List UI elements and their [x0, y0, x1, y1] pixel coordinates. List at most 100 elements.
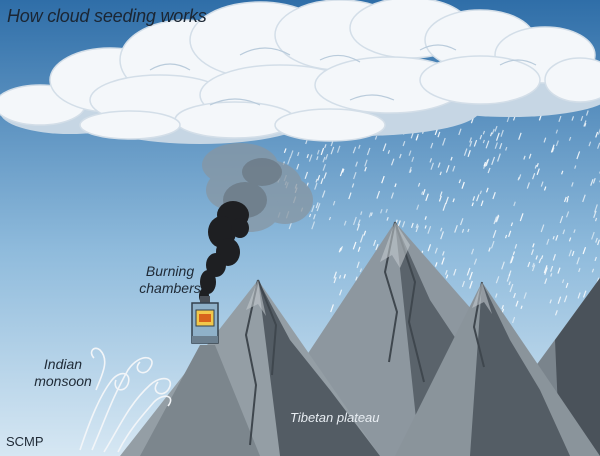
- rain-drop: [333, 271, 337, 279]
- rain-drop: [339, 289, 343, 296]
- rain-drop: [549, 299, 552, 304]
- rain-drop: [482, 139, 485, 144]
- rain-drop: [536, 162, 539, 168]
- rain-drop: [566, 195, 570, 200]
- rain-drop: [364, 159, 368, 167]
- rain-drop: [324, 144, 327, 149]
- rain-drop: [445, 196, 449, 205]
- rain-drop: [442, 251, 445, 256]
- rain-drop: [528, 153, 532, 159]
- rain-drop: [306, 154, 309, 159]
- rain-drop: [534, 164, 538, 169]
- rain-drop: [571, 116, 575, 121]
- rain-drop: [321, 190, 326, 198]
- rain-drop: [424, 225, 427, 229]
- rain-drop: [543, 137, 547, 143]
- rain-drop: [513, 201, 516, 207]
- rain-drop: [585, 110, 589, 116]
- rain-drop: [550, 144, 555, 153]
- rain-drop: [343, 274, 346, 279]
- rain-drop: [578, 268, 581, 273]
- rain-drop: [454, 225, 458, 233]
- rain-drop: [402, 140, 406, 147]
- burning-chambers-label: Burning chambers: [120, 263, 220, 297]
- rain-drop: [473, 258, 478, 265]
- rain-drop: [482, 130, 486, 135]
- rain-drop: [356, 223, 360, 231]
- rain-drop: [479, 190, 482, 195]
- rain-drop: [421, 191, 424, 195]
- rain-drop: [399, 153, 402, 159]
- tibetan-plateau-mountains: [120, 221, 600, 456]
- rain-drop: [552, 235, 555, 240]
- rain-drop: [385, 208, 388, 213]
- rain-drop: [376, 190, 381, 199]
- rain-drop: [452, 198, 455, 203]
- rain-drop: [555, 129, 559, 134]
- rain-drop: [437, 131, 441, 138]
- rain-drop: [582, 290, 587, 298]
- rain-drop: [463, 148, 468, 156]
- rain-drop: [559, 215, 564, 224]
- rain-drop: [510, 222, 514, 227]
- rain-drop: [390, 158, 395, 166]
- rain-drop: [458, 179, 462, 184]
- rain-drop: [555, 235, 559, 241]
- rain-drop: [363, 230, 367, 236]
- rain-drop: [593, 210, 597, 218]
- rain-drop: [352, 216, 357, 226]
- rain-drop: [563, 295, 568, 303]
- rain-drop: [509, 283, 514, 293]
- rain-drop: [543, 265, 548, 274]
- rain-drop: [490, 240, 495, 249]
- rain-drop: [366, 147, 371, 156]
- rain-drop: [442, 203, 447, 211]
- rain-drop: [417, 182, 421, 187]
- rain-drop: [333, 277, 337, 284]
- rain-drop: [561, 279, 565, 284]
- rain-drop: [491, 128, 495, 135]
- rain-drop: [495, 214, 500, 223]
- rain-drop: [532, 243, 535, 248]
- rain-drop: [551, 147, 555, 153]
- rain-drop: [311, 205, 315, 213]
- rain-drop: [487, 167, 491, 174]
- rain-drop: [485, 140, 490, 149]
- rain-drop: [386, 217, 389, 221]
- rain-drop: [485, 158, 490, 166]
- rain-drop: [492, 192, 496, 200]
- rain-drop: [368, 212, 372, 218]
- rain-drop: [510, 256, 514, 263]
- rain-drop: [580, 115, 584, 121]
- rain-drop: [576, 257, 580, 265]
- rain-drop: [509, 255, 514, 264]
- rain-drop: [375, 243, 379, 251]
- rain-drop: [305, 140, 308, 145]
- rain-drop: [565, 211, 570, 218]
- rain-drop: [304, 171, 309, 179]
- rain-drop: [442, 137, 446, 146]
- rain-drop: [410, 132, 414, 139]
- rain-drop: [339, 246, 343, 252]
- rain-drop: [557, 296, 562, 304]
- rain-drop: [504, 234, 508, 239]
- rain-drop: [387, 149, 391, 154]
- rain-drop: [592, 178, 596, 184]
- rain-drop: [543, 186, 547, 191]
- rain-drop: [469, 271, 473, 280]
- rain-drop: [499, 143, 503, 150]
- tibetan-plateau-label: Tibetan plateau: [290, 410, 380, 425]
- rain-drop: [532, 173, 536, 180]
- rain-drop: [316, 203, 321, 212]
- rain-drop: [568, 136, 572, 141]
- rain-drop: [488, 247, 491, 252]
- rain-drop: [439, 191, 443, 197]
- rain-drop: [558, 115, 562, 122]
- rain-drop: [359, 234, 364, 243]
- rain-drop: [459, 218, 464, 226]
- rain-drop: [322, 156, 326, 163]
- rain-drop: [381, 175, 385, 184]
- rain-drop: [583, 120, 587, 127]
- rain-drop: [576, 151, 581, 160]
